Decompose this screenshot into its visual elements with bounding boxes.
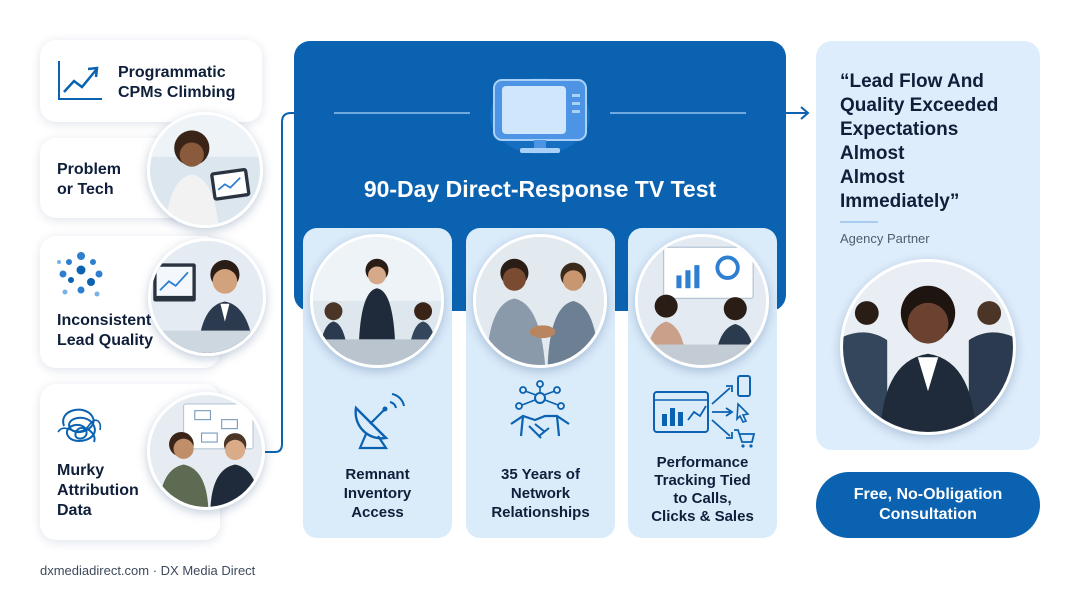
problem-title-cpms: Programmatic CPMs Climbing [118,64,236,101]
footer-text: dxmediadirect.com · DX Media Direct [40,563,256,578]
handshake-meeting-photo [473,234,607,368]
person-tablet-photo [147,112,263,228]
problem-title-lead-quality: Inconsistent Lead Quality [57,312,154,349]
team-discussion-photo [147,392,265,510]
quote-line-3: Expectations [840,119,959,140]
quote-divider [840,221,878,223]
boardroom-presentation-photo [310,234,444,368]
hero-divider-lines [334,112,746,114]
quote-line-4: Almost [840,143,905,164]
problem-title-tech: Problem or Tech [57,161,122,198]
problem-title-attribution: Murky Attribution Data [57,462,139,519]
handshake-network-icon [510,380,570,439]
pillar-label-remnant: Remnant Inventory Access [343,466,412,521]
quote-line-5: Almost [840,167,905,188]
quote-attribution: Agency Partner [840,231,930,246]
problem-card-cpms [40,40,262,122]
analytics-meeting-photo [635,234,769,368]
scattered-dots-icon [57,252,103,297]
quote-line-1: “Lead Flow And [840,71,984,92]
quote-line-6: Immediately” [840,191,960,212]
tangled-scribble-icon [57,408,102,443]
television-icon [490,78,590,154]
analyst-desk-photo [148,238,266,356]
agency-partner-photo [840,259,1016,435]
satellite-dish-icon [354,393,405,450]
quote-line-2: Quality Exceeded [840,95,999,116]
trend-chart-icon [58,61,102,100]
hero-title: 90-Day Direct-Response TV Test [363,176,717,202]
free-consultation-button[interactable]: Free, No-Obligation Consultation [816,472,1040,538]
pillar-label-network: 35 Years of Network Relationships [491,466,590,521]
pillar-label-performance: Performance Tracking Tied to Calls, Clic… [651,454,754,525]
analytics-dashboard-icon [653,375,756,448]
